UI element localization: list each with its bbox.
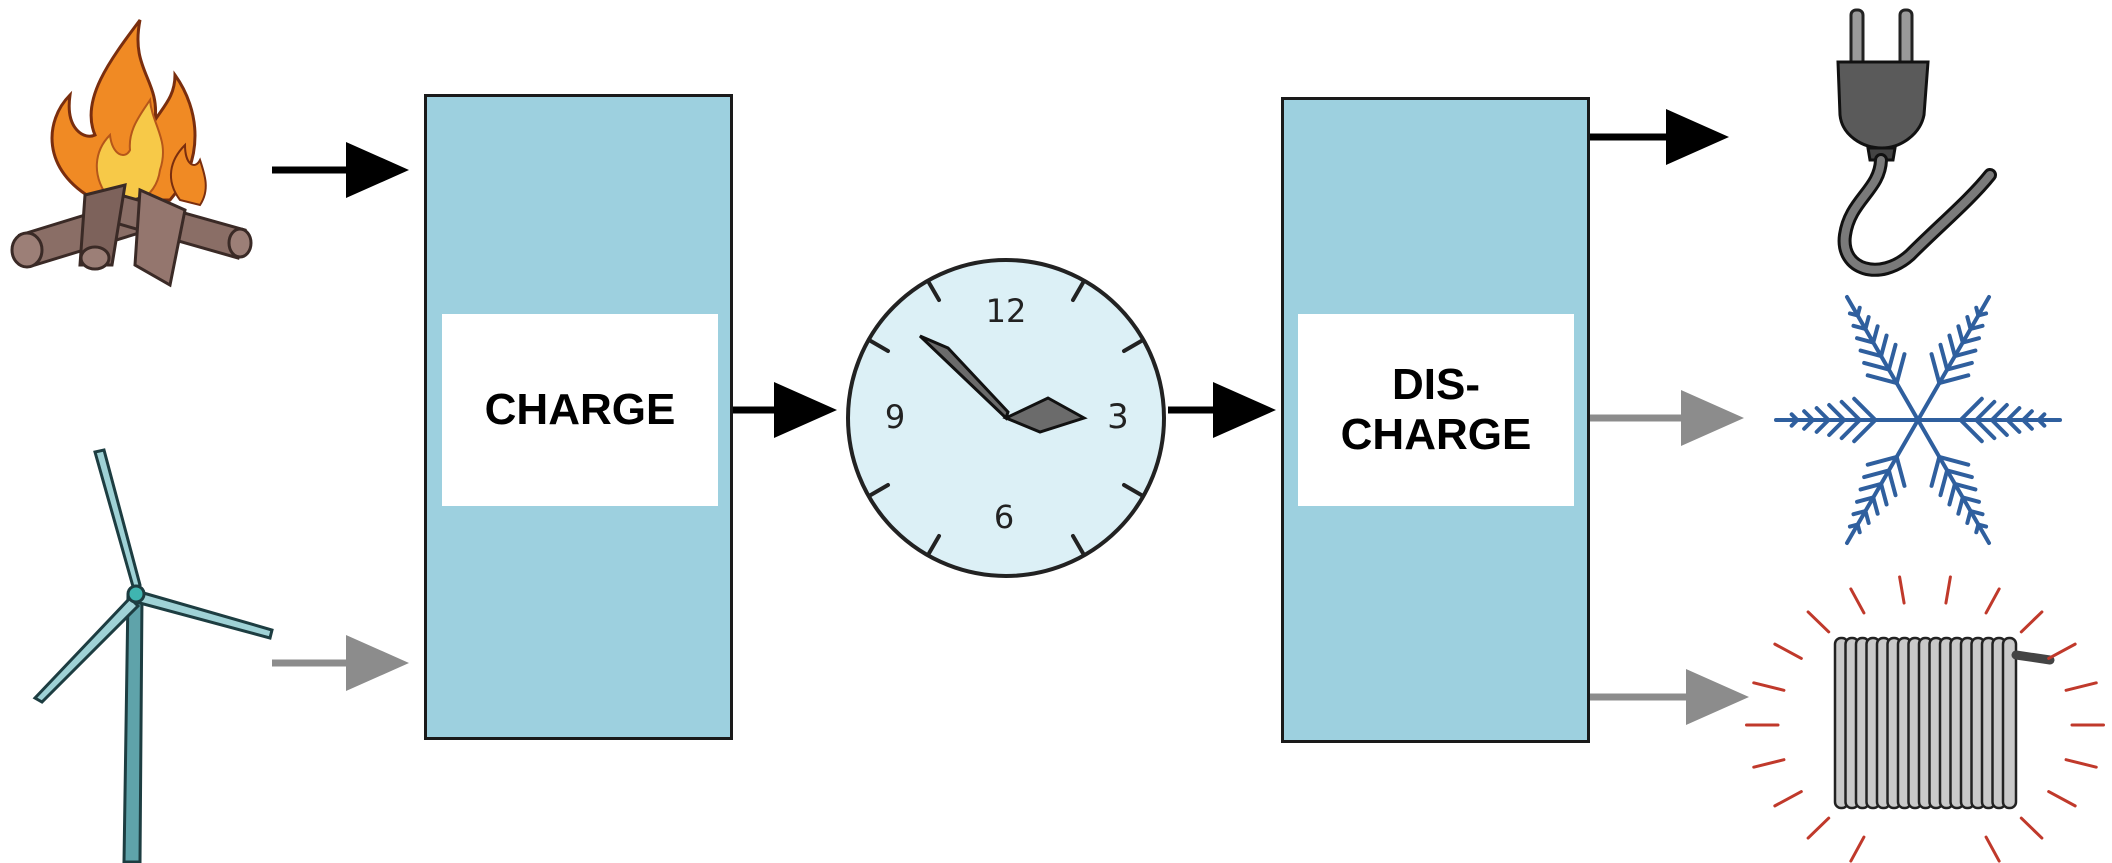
- clock-numeral-12: 12: [986, 292, 1027, 330]
- clock-numeral-3: 3: [1107, 397, 1129, 437]
- clock-numeral-9: 9: [885, 398, 905, 436]
- snowflake-icon: [1774, 295, 2062, 545]
- wind-turbine-icon: [32, 448, 274, 863]
- radiator-icon: [1745, 575, 2105, 863]
- plug-icon: [1836, 8, 1997, 277]
- charge-label: CHARGE: [484, 385, 676, 434]
- discharge-label-box: DIS- CHARGE: [1298, 314, 1574, 506]
- charge-label-box: CHARGE: [442, 314, 718, 506]
- fire-icon: [10, 19, 253, 288]
- charge-block: CHARGE: [424, 94, 733, 740]
- clock-numeral-6: 6: [994, 498, 1014, 536]
- clock-icon: [846, 258, 1166, 578]
- discharge-block: DIS- CHARGE: [1281, 97, 1590, 743]
- discharge-label-line1: DIS-: [1392, 360, 1480, 409]
- discharge-label-line2: CHARGE: [1340, 410, 1532, 459]
